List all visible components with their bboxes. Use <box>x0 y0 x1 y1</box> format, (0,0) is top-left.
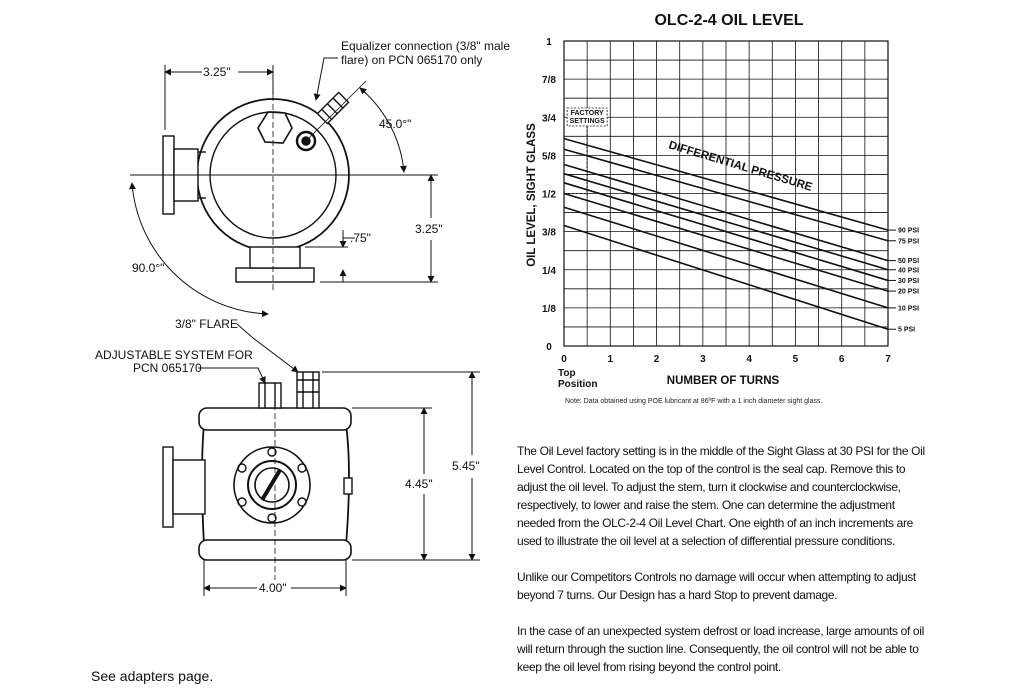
x-tick-label: 0 <box>561 354 567 365</box>
chart-series: 90 PSI 75 PSI 50 PSI 40 PSI 30 PSI 20 PSI 10 P… <box>563 137 919 334</box>
series-label: 10 PSI <box>898 305 919 312</box>
chart-ylabel: OIL LEVEL, SIGHT GLASS <box>526 123 538 267</box>
series-line <box>563 148 889 242</box>
equalizer-note-line2: flare) on PCN 065170 only <box>341 53 482 67</box>
chart-annotation: DIFFERENTIAL PRESSURE <box>667 139 814 193</box>
top-view-drawing <box>128 57 438 318</box>
series-line <box>563 206 889 309</box>
y-tick-label: 3/8 <box>542 228 556 239</box>
y-tick-label: 1/4 <box>542 266 556 277</box>
side-dim-total-height: 5.45" <box>452 459 480 473</box>
top-dim-small: .75" <box>350 231 371 245</box>
factory-label-line2: SETTINGS <box>570 118 605 125</box>
paragraph-hard-stop: Unlike our Competitors Controls no damag… <box>517 570 916 602</box>
series-line <box>563 163 889 262</box>
side-left-flange <box>162 446 174 528</box>
chart-x-sublabel-line1: Top <box>558 368 576 379</box>
top-dim-width: 3.25" <box>203 65 231 79</box>
x-tick-label: 1 <box>608 354 614 365</box>
series-line <box>563 224 889 330</box>
seal-cap-hex <box>257 111 293 144</box>
y-tick-label: 0 <box>546 342 552 353</box>
x-tick-label: 6 <box>839 354 845 365</box>
side-dim-inner-height: 4.45" <box>405 477 433 491</box>
adjustable-nut <box>258 382 282 409</box>
chart-xlabel: NUMBER OF TURNS <box>667 375 780 387</box>
y-tick-label: 5/8 <box>542 151 556 162</box>
chart-title: OLC-2-4 OIL LEVEL <box>654 12 803 29</box>
x-tick-label: 7 <box>885 354 891 365</box>
series-label: 75 PSI <box>898 238 919 245</box>
chart-ticks: 0 1 2 3 4 5 6 7 0 1/8 1/4 3/8 1/2 5/8 3/4 7/8 1 <box>542 37 891 365</box>
series-label: 50 PSI <box>898 258 919 265</box>
chart-x-sublabel-line2: Position <box>558 379 597 390</box>
y-tick-label: 1/8 <box>542 304 556 315</box>
y-tick-label: 1/2 <box>542 190 556 201</box>
bottom-flange <box>235 267 315 283</box>
paragraph-factory-setting: The Oil Level factory setting is in the … <box>517 444 925 548</box>
series-label: 90 PSI <box>898 228 919 235</box>
series-line <box>563 182 889 282</box>
flare-fitting <box>296 371 320 409</box>
x-tick-label: 3 <box>700 354 706 365</box>
y-tick-label: 7/8 <box>542 75 556 86</box>
factory-settings-box: FACTORY SETTINGS <box>566 107 608 127</box>
x-tick-label: 2 <box>654 354 660 365</box>
top-dim-angle-left: 90.0°" <box>132 261 164 275</box>
adapters-page-note: See adapters page. <box>91 668 214 684</box>
adjustable-label-line1: ADJUSTABLE SYSTEM FOR <box>95 348 253 362</box>
equalizer-fitting <box>316 91 350 125</box>
top-dim-height: 3.25" <box>415 222 443 236</box>
paragraph-oil-return: In the case of an unexpected system defr… <box>517 624 924 674</box>
y-tick-label: 3/4 <box>542 113 556 124</box>
factory-label-line1: FACTORY <box>571 110 604 117</box>
series-line <box>563 137 889 231</box>
series-label: 20 PSI <box>898 289 919 296</box>
chart-note: Note: Data obtained using POE lubricant … <box>565 398 822 405</box>
series-line <box>563 192 889 292</box>
series-line <box>563 172 889 271</box>
x-tick-label: 4 <box>746 354 752 365</box>
side-view-drawing <box>162 323 480 596</box>
x-tick-label: 5 <box>793 354 799 365</box>
series-label: 40 PSI <box>898 267 919 274</box>
side-dim-width: 4.00" <box>259 581 287 595</box>
y-tick-label: 1 <box>546 37 552 48</box>
adjustable-label-line2: PCN 065170 <box>133 361 202 375</box>
top-dim-angle-right: 45.0°" <box>379 117 411 131</box>
chart-grid <box>563 40 889 347</box>
equalizer-note-line1: Equalizer connection (3/8" male <box>341 39 510 53</box>
flare-label: 3/8" FLARE <box>175 317 238 331</box>
series-label: 5 PSI <box>898 327 915 334</box>
series-label: 30 PSI <box>898 278 919 285</box>
